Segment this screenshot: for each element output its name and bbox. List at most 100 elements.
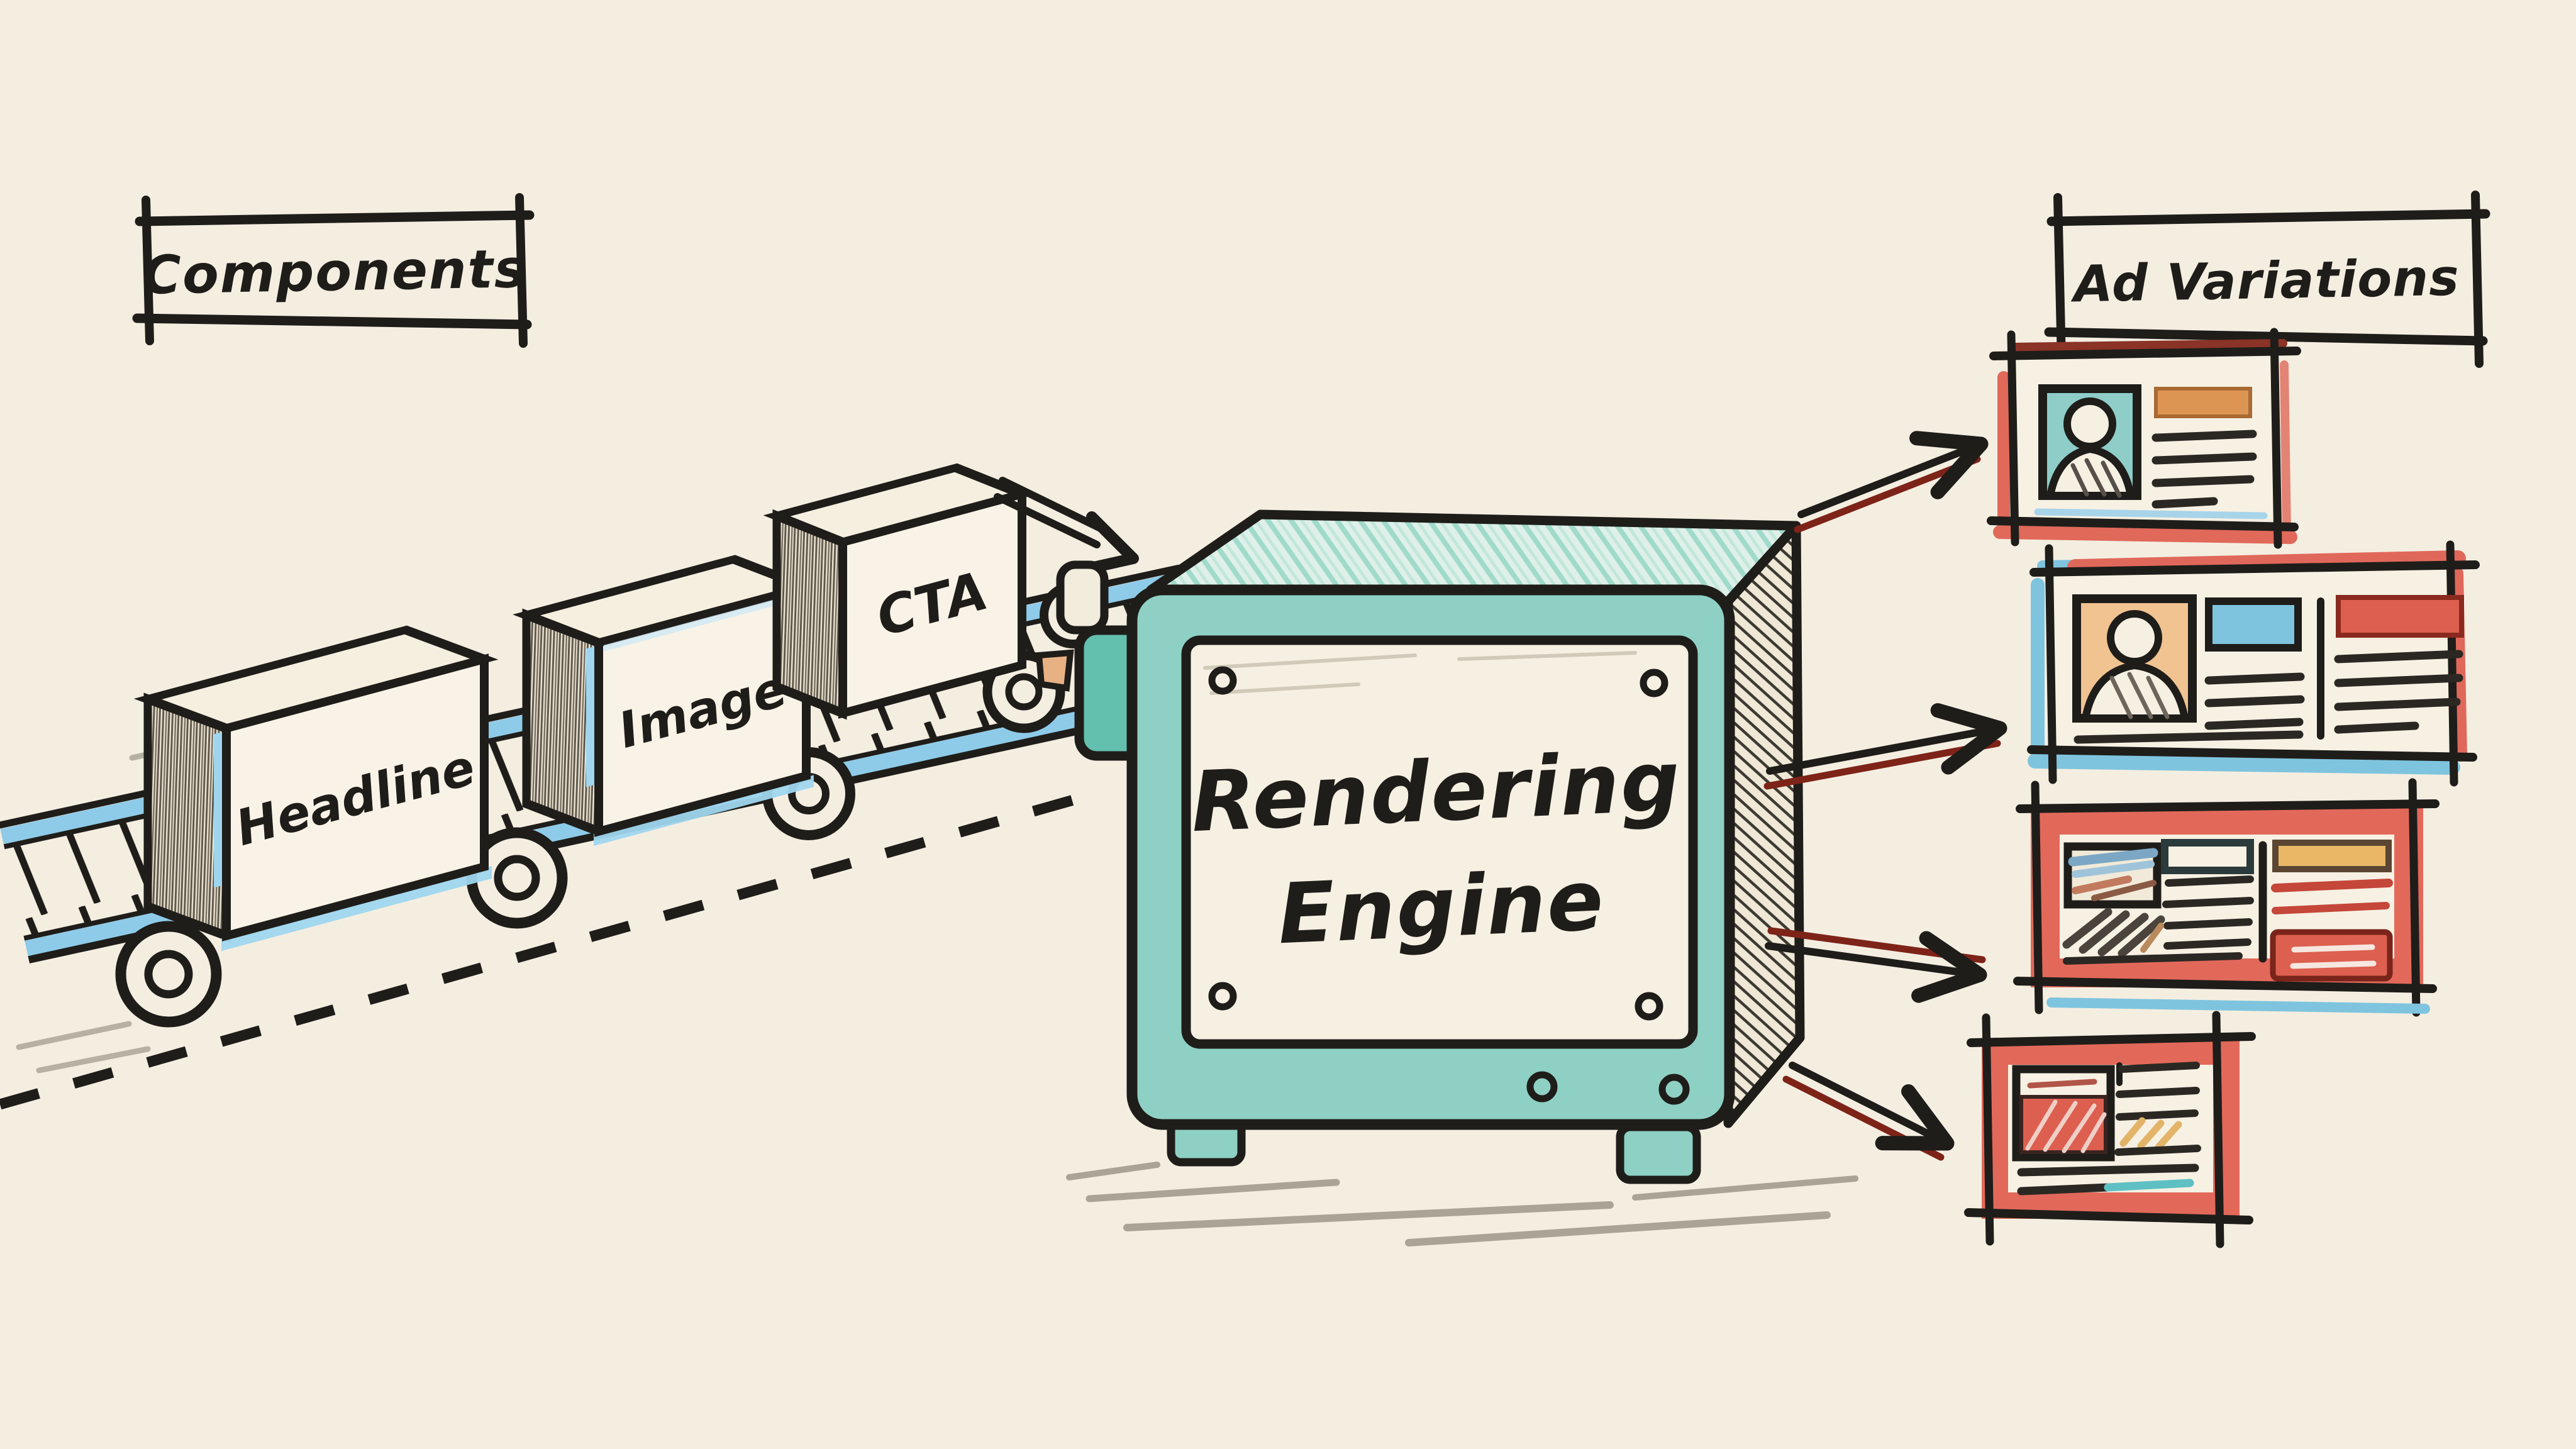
text-line	[2151, 452, 2257, 465]
text-line	[2116, 1087, 2200, 1098]
text-line	[2204, 718, 2304, 730]
frame-bottom	[2027, 745, 2477, 762]
card-color-band	[2028, 550, 2467, 775]
text-line-red	[2271, 879, 2393, 892]
person-head	[2107, 610, 2162, 665]
component-box-cta: CTA	[763, 463, 1036, 720]
card-red-border	[1982, 1038, 2240, 1219]
text-line	[2204, 695, 2305, 708]
text-line	[2162, 897, 2254, 908]
frame-right	[2270, 328, 2282, 549]
text-line	[2163, 938, 2251, 950]
text-line	[2334, 674, 2463, 687]
engine-title-line2: Engine	[1276, 852, 1607, 963]
frame-left	[1982, 1013, 1994, 1246]
frame-top	[2046, 209, 2490, 226]
frame-bottom	[2044, 327, 2488, 346]
card-red-border	[2031, 806, 2423, 987]
text-line-red	[2027, 1079, 2097, 1089]
ad-variations-label-text: Ad Variations	[2070, 248, 2460, 314]
card-color-band	[1993, 339, 2297, 544]
output-arrow-icon	[1794, 431, 1989, 533]
frame-top	[2016, 799, 2440, 813]
frame-top	[1989, 347, 2301, 360]
box-front-face	[838, 488, 1026, 719]
frame-top	[2029, 560, 2480, 577]
belt-wheels	[115, 582, 1106, 1028]
engine-rivet	[1208, 666, 1237, 695]
frame-left	[2045, 544, 2057, 784]
text-line	[2074, 730, 2304, 744]
text-line	[2151, 497, 2218, 509]
component-box-headline: Headline	[133, 625, 499, 952]
text-line	[2118, 1062, 2200, 1073]
frame-bottom	[132, 313, 532, 330]
headline-bar	[2154, 387, 2252, 418]
belt-end-wedge	[1035, 649, 1074, 692]
frame-bottom	[2013, 977, 2437, 993]
belt-end-roller	[1056, 560, 1109, 635]
output-arrow-icon	[1782, 1062, 1955, 1161]
belt-wheel	[115, 921, 222, 1028]
frame-bottom	[1964, 1208, 2253, 1224]
components-label-text: Components	[142, 238, 527, 306]
text-column	[2114, 1062, 2201, 1156]
frame-right	[2446, 540, 2458, 787]
frame-right	[2212, 1011, 2224, 1248]
component-box-image: Image	[513, 555, 820, 847]
text-line	[2017, 1183, 2112, 1196]
text-line	[2334, 697, 2461, 711]
text-line	[2151, 430, 2257, 442]
frame-right	[2471, 191, 2484, 368]
engine-side-face	[1723, 521, 1805, 1128]
frame-left	[2031, 780, 2043, 1014]
text-line	[2163, 918, 2253, 930]
box-blue-top-line	[604, 592, 801, 652]
image-placeholder	[2205, 597, 2302, 652]
dashed-guideline	[0, 788, 1097, 1110]
frame-right	[2408, 778, 2421, 1017]
portrait-icon	[2072, 594, 2197, 723]
engine-rivet	[1208, 982, 1237, 1011]
headline-bar	[2272, 840, 2392, 872]
engine-plate	[1181, 635, 1698, 1049]
plate-pencil-shading	[1203, 651, 1637, 695]
text-lines	[2074, 672, 2305, 744]
ad-card-1	[1987, 328, 2301, 549]
engine-rivet	[1640, 669, 1668, 697]
text-line	[2114, 1145, 2201, 1156]
card-blue-shadow	[2046, 997, 2430, 1014]
text-line	[2334, 721, 2419, 734]
headline-placeholder	[2161, 839, 2254, 874]
text-lines	[2162, 875, 2254, 950]
text-line	[2063, 952, 2243, 965]
text-line	[2151, 475, 2255, 487]
headline-bar	[2336, 595, 2464, 638]
image-block	[2012, 1065, 2115, 1162]
text-line-teal	[2104, 1179, 2194, 1192]
ad-variations-label: Ad Variations	[2044, 191, 2490, 368]
frame-top	[135, 210, 535, 226]
text-line	[2334, 650, 2463, 663]
engine-shadow	[1066, 1162, 1858, 1246]
frame-right	[515, 193, 528, 348]
engine-foot	[1616, 1123, 1701, 1184]
ad-card-2	[2027, 540, 2480, 787]
tan-hatch	[2119, 1117, 2182, 1151]
output-arrows	[1763, 431, 2007, 1161]
cta-button	[2270, 929, 2393, 982]
rendering-engine: Rendering Engine	[1066, 509, 1858, 1246]
text-lines	[2151, 430, 2257, 509]
text-line-red	[2272, 902, 2390, 914]
engine-title: Rendering Engine	[1189, 733, 1683, 963]
engine-title-line1: Rendering	[1189, 733, 1683, 851]
engine-rivet	[1635, 992, 1663, 1021]
person-head	[2063, 397, 2116, 450]
ad-card-3	[2013, 778, 2440, 1017]
output-arrow-icon	[1765, 927, 1987, 1003]
text-line	[2116, 1109, 2199, 1121]
text-lines	[2334, 650, 2463, 734]
frame-left	[2007, 330, 2019, 547]
